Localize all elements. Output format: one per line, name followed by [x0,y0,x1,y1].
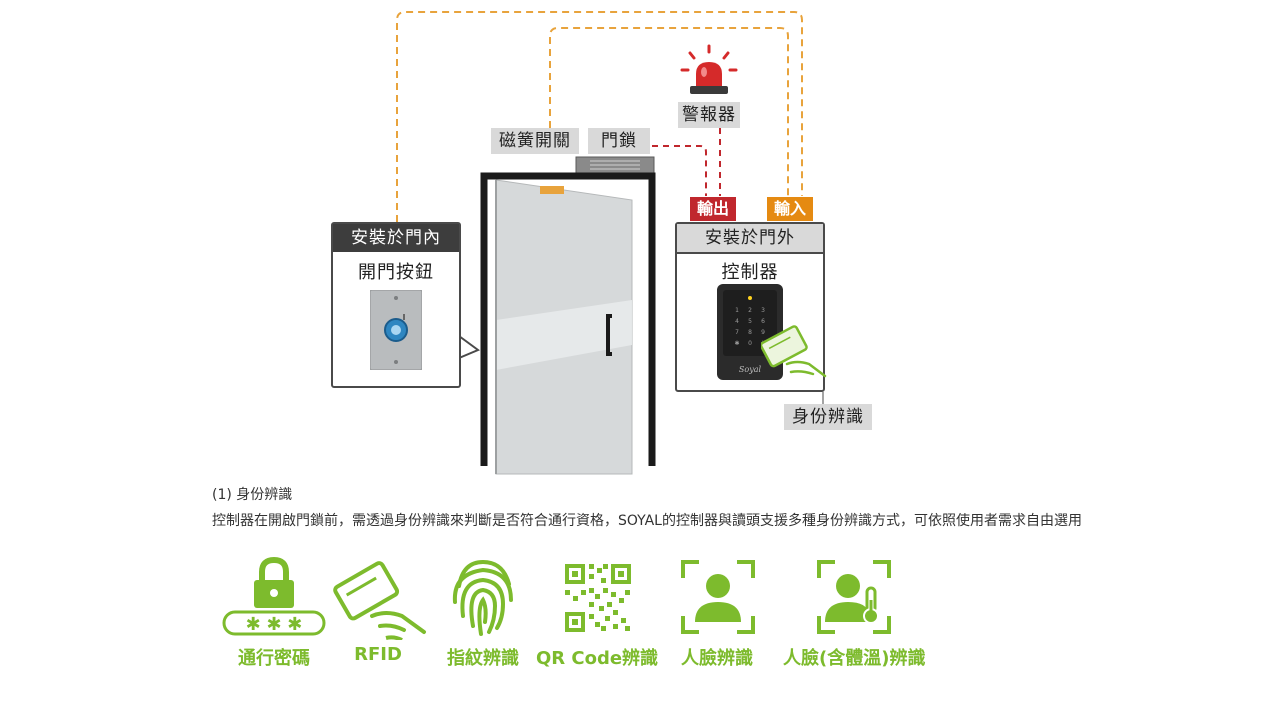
alarm-siren-icon [680,44,738,94]
rfid-card-hand-icon [761,325,827,378]
face-temperature-icon [817,560,891,634]
reed-switch-label: 磁簧開關 [491,128,579,154]
reed-switch-magnet [540,186,564,194]
method-fingerprint: 指紋辨識 [413,556,553,676]
door-lock-label: 門鎖 [588,128,650,154]
wire-button-to-input [396,11,803,222]
method-label: RFID [354,644,402,665]
keypad-key: 0 [748,340,752,347]
method-label: 指紋辨識 [447,648,519,669]
output-tag: 輸出 [690,197,736,221]
keypad-key: ✱ [734,340,739,347]
password-stars: ✱ ✱ ✱ [246,614,303,635]
input-tag: 輸入 [767,197,813,221]
keypad-key: 3 [761,307,765,314]
keypad-key: 6 [761,318,765,325]
keypad-brand: Soyal [739,365,762,374]
wire-lock-to-output [652,145,707,196]
rfid-card-icon [333,561,426,640]
outside-panel-header: 安裝於門外 [677,224,823,254]
method-face-temperature: 人臉(含體溫)辨識 [783,556,926,676]
wire-reed-to-input [549,27,789,196]
section-description: 控制器在開啟門鎖前，需透過身份辨識來判斷是否符合通行資格，SOYAL的控制器與讀… [212,513,1082,529]
method-label: QR Code辨識 [535,648,659,669]
method-label: 人臉(含體溫)辨識 [783,648,926,669]
qr-code-icon [565,564,631,632]
method-label: 人臉辨識 [681,648,753,669]
keypad-key: 9 [761,329,765,336]
method-label: 通行密碼 [238,648,310,669]
door-frame [480,172,656,466]
method-qr-code: QR Code辨識 [527,556,667,676]
keypad-key: 2 [748,307,752,314]
keypad-key: 1 [735,307,739,314]
keypad-key: 8 [748,329,752,336]
door-handle [606,314,612,356]
face-recognition-icon [681,560,755,634]
keypad-key: 4 [735,318,739,325]
method-password: ✱ ✱ ✱ 通行密碼 [204,556,344,676]
inside-panel: 安裝於門內 開門按鈕 [331,222,461,388]
method-face: 人臉辨識 [647,556,787,676]
method-rfid: RFID [308,556,448,676]
outside-panel-title: 控制器 [721,262,779,283]
inside-panel-header: 安裝於門內 [333,224,459,252]
keypad-key: 5 [748,318,752,325]
section-heading: (1) 身份辨識 [212,487,293,503]
exit-button-plate-icon [370,290,422,370]
identification-label: 身份辨識 [784,404,872,430]
keypad-key: 7 [735,329,739,336]
alarm-label: 警報器 [678,102,740,128]
inside-panel-title: 開門按鈕 [358,262,434,283]
fingerprint-icon [452,559,513,636]
password-lock-icon: ✱ ✱ ✱ [222,556,326,636]
wiring-diagram [396,11,824,475]
